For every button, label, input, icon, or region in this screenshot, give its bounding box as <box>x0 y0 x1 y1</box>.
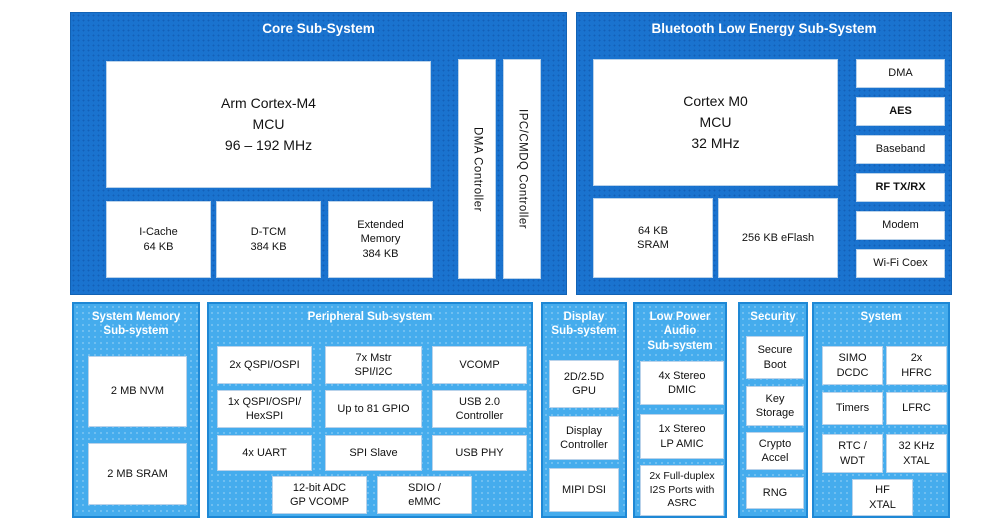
block-uart: 4x UART <box>217 435 312 471</box>
display-panel: Display Sub-system 2D/2.5D GPU Display C… <box>541 302 627 518</box>
block-spi-slave: SPI Slave <box>325 435 422 471</box>
audio-panel: Low Power Audio Sub-system 4x Stereo DMI… <box>633 302 727 518</box>
display-title: Display Sub-system <box>551 311 617 338</box>
block-nvm: 2 MB NVM <box>88 356 187 427</box>
block-hf-xtal: HF XTAL <box>852 479 913 516</box>
block-icache: I-Cache 64 KB <box>106 201 211 278</box>
block-ble-modem: Modem <box>856 211 945 240</box>
block-qspi-ospi: 2x QSPI/OSPI <box>217 346 312 384</box>
block-dtcm: D-TCM 384 KB <box>216 201 321 278</box>
block-rtc-wdt: RTC / WDT <box>822 434 883 473</box>
block-32khz-xtal: 32 KHz XTAL <box>886 434 947 473</box>
block-arm-cortex-m4-mcu: Arm Cortex-M4 MCU 96 – 192 MHz <box>106 61 431 188</box>
block-vcomp: VCOMP <box>432 346 527 384</box>
block-ble-wifi-coex: Wi-Fi Coex <box>856 249 945 278</box>
block-gpu: 2D/2.5D GPU <box>549 360 619 408</box>
block-display-controller: Display Controller <box>549 416 619 460</box>
block-ble-baseband: Baseband <box>856 135 945 164</box>
core-subsystem-panel: Core Sub-System Arm Cortex-M4 MCU 96 – 1… <box>70 12 567 295</box>
system-memory-panel: System Memory Sub-system 2 MB NVM 2 MB S… <box>72 302 200 518</box>
core-subsystem-title: Core Sub-System <box>262 21 375 36</box>
block-rng: RNG <box>746 477 804 509</box>
block-ble-dma: DMA <box>856 59 945 88</box>
block-ble-aes: AES <box>856 97 945 126</box>
block-crypto-accel: Crypto Accel <box>746 432 804 470</box>
block-sram: 2 MB SRAM <box>88 443 187 505</box>
block-timers: Timers <box>822 392 883 425</box>
ble-subsystem-panel: Bluetooth Low Energy Sub-System Cortex M… <box>576 12 952 295</box>
block-secure-boot: Secure Boot <box>746 336 804 379</box>
block-sdio-emmc: SDIO / eMMC <box>377 476 472 514</box>
block-lfrc: LFRC <box>886 392 947 425</box>
peripheral-title: Peripheral Sub-system <box>307 311 433 323</box>
block-dmic: 4x Stereo DMIC <box>640 361 724 405</box>
audio-title: Low Power Audio Sub-system <box>647 311 713 352</box>
block-ble-eflash: 256 KB eFlash <box>718 198 838 278</box>
block-i2s-asrc: 2x Full-duplex I2S Ports with ASRC <box>640 465 724 516</box>
block-mipi-dsi: MIPI DSI <box>549 468 619 512</box>
block-key-storage: Key Storage <box>746 386 804 426</box>
block-simo-dcdc: SIMO DCDC <box>822 346 883 385</box>
system-panel: System SIMO DCDC 2x HFRC Timers LFRC RTC… <box>812 302 950 518</box>
system-memory-title: System Memory Sub-system <box>91 311 181 338</box>
security-panel: Security Secure Boot Key Storage Crypto … <box>738 302 808 518</box>
block-adc-gp-vcomp: 12-bit ADC GP VCOMP <box>272 476 367 514</box>
block-dma-controller: DMA Controller <box>458 59 496 279</box>
block-usb2-controller: USB 2.0 Controller <box>432 390 527 428</box>
block-mstr-spi-i2c: 7x Mstr SPI/I2C <box>325 346 422 384</box>
block-gpio: Up to 81 GPIO <box>325 390 422 428</box>
block-usb-phy: USB PHY <box>432 435 527 471</box>
ble-subsystem-title: Bluetooth Low Energy Sub-System <box>651 21 877 36</box>
block-extended-memory: Extended Memory 384 KB <box>328 201 433 278</box>
block-lp-amic: 1x Stereo LP AMIC <box>640 414 724 459</box>
block-cortex-m0-mcu: Cortex M0 MCU 32 MHz <box>593 59 838 186</box>
ble-side-column: DMA AES Baseband RF TX/RX Modem Wi-Fi Co… <box>856 59 945 278</box>
block-ipc-cmdq-controller: IPC/CMDQ Controller <box>503 59 541 279</box>
system-title: System <box>860 311 902 323</box>
block-ble-rf-tx-rx: RF TX/RX <box>856 173 945 202</box>
block-qspi-ospi-hexspi: 1x QSPI/OSPI/ HexSPI <box>217 390 312 428</box>
block-hfrc: 2x HFRC <box>886 346 947 385</box>
security-title: Security <box>750 311 796 323</box>
peripheral-panel: Peripheral Sub-system 2x QSPI/OSPI 7x Ms… <box>207 302 533 518</box>
block-ble-sram: 64 KB SRAM <box>593 198 713 278</box>
